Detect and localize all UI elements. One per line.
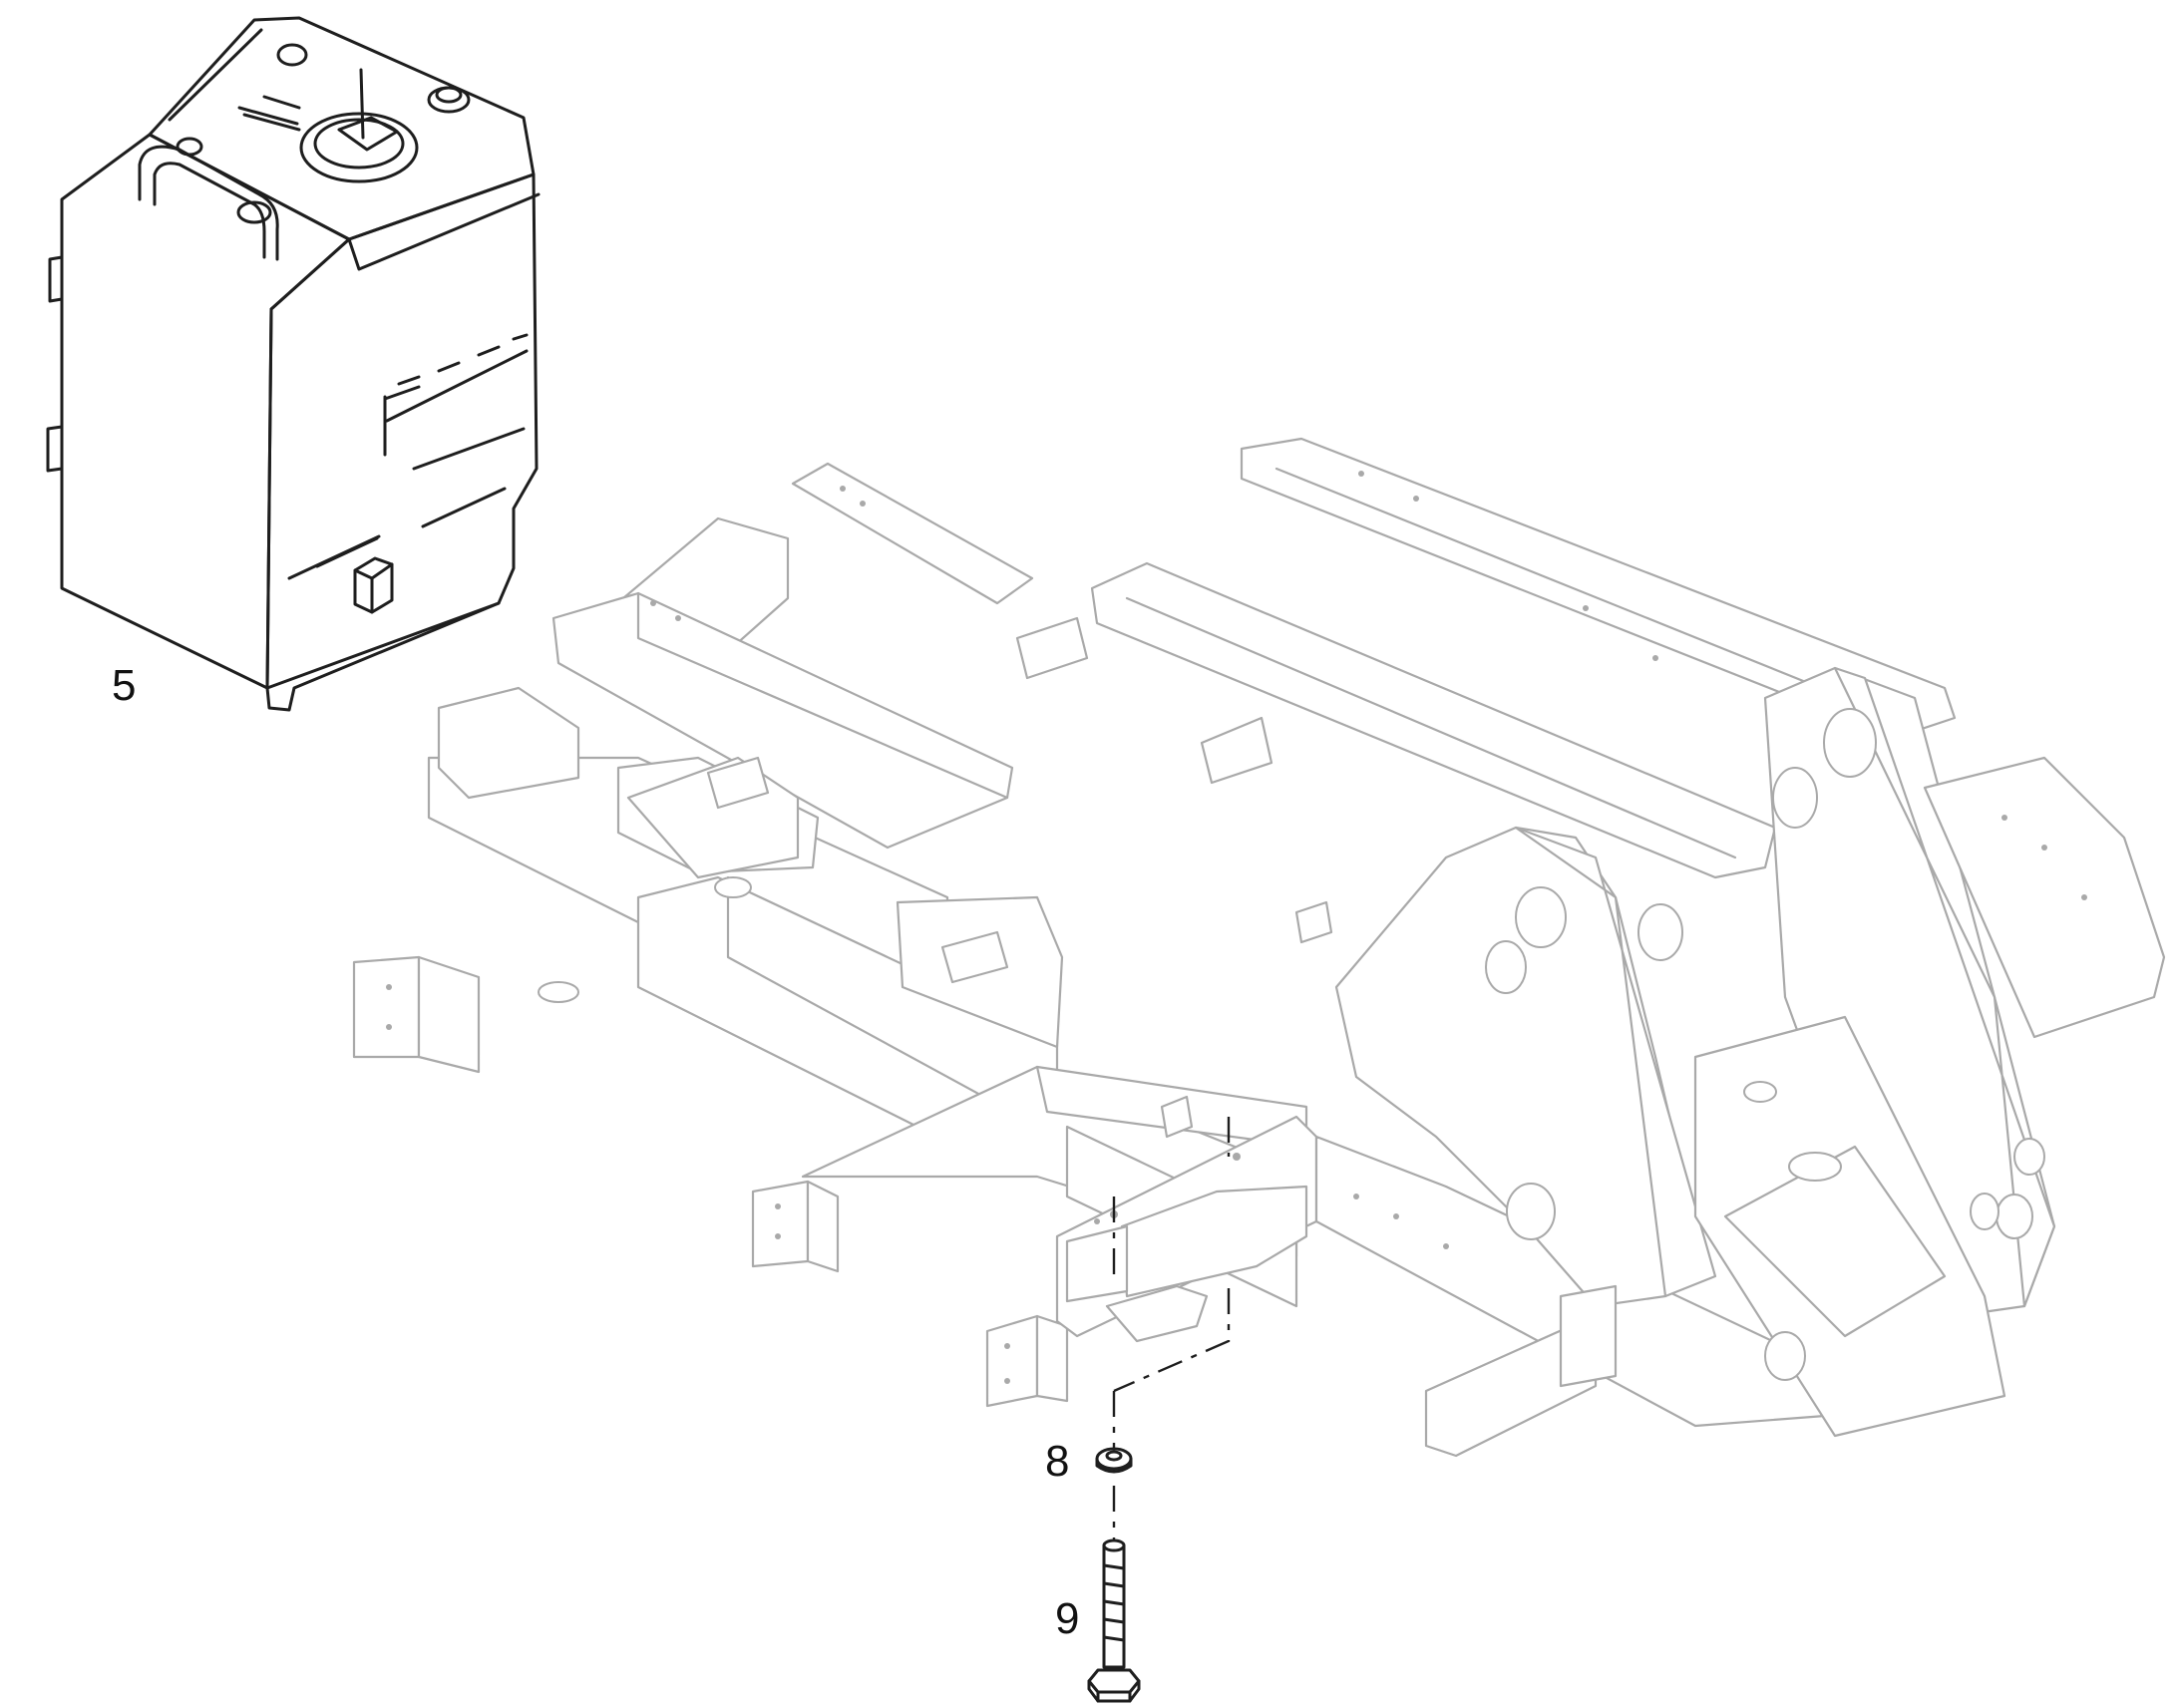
callout-bolt: 9 — [1055, 1594, 1079, 1643]
chassis-frame — [352, 437, 2166, 1458]
fuel-tank — [46, 16, 541, 712]
tank-mount-bracket — [1065, 1153, 1308, 1343]
washer — [1095, 1447, 1133, 1474]
callout-tank: 5 — [112, 661, 136, 710]
bolt — [1087, 1538, 1141, 1703]
callout-washer: 8 — [1045, 1437, 1069, 1486]
